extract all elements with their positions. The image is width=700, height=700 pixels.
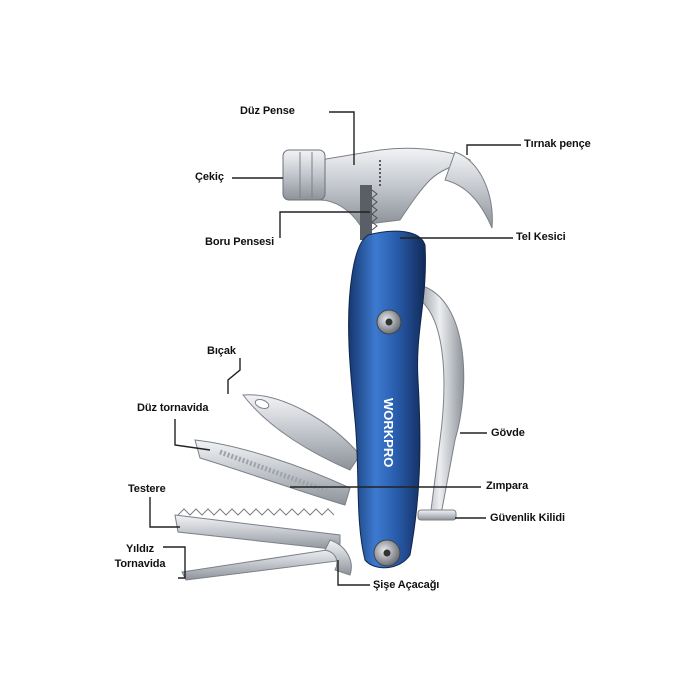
top-bolt-center <box>386 319 393 326</box>
label-yildiz-line2: Tornavida <box>108 558 172 570</box>
leader-bicak <box>228 358 240 394</box>
label-sise-acacagi: Şişe Açacağı <box>373 579 439 591</box>
brand-text: WORKPRO <box>381 398 396 467</box>
label-bicak: Bıçak <box>207 345 236 357</box>
leader-tirnak-pence <box>467 145 521 155</box>
saw-blade <box>175 515 340 550</box>
label-duz-tornavida: Düz tornavida <box>137 402 208 414</box>
govde-blade <box>420 285 464 520</box>
label-govde: Gövde <box>491 427 525 439</box>
leader-testere <box>150 497 180 527</box>
safety-lock <box>418 510 456 520</box>
saw-teeth <box>178 509 334 515</box>
claw <box>445 152 492 228</box>
label-cekic: Çekiç <box>195 171 224 183</box>
phillips-blade <box>182 548 345 580</box>
label-boru-pensesi: Boru Pensesi <box>205 236 274 248</box>
label-yildiz-line1: Yıldız <box>115 543 165 555</box>
label-testere: Testere <box>128 483 166 495</box>
hammer-face <box>283 150 325 200</box>
label-guvenlik-kilidi: Güvenlik Kilidi <box>490 512 565 524</box>
label-tirnak-pence: Tırnak pençe <box>524 138 591 150</box>
bottom-bolt-center <box>384 550 391 557</box>
hammer-head <box>320 148 470 225</box>
label-zimpara: Zımpara <box>486 480 528 492</box>
label-duz-pense: Düz Pense <box>240 105 295 117</box>
label-tel-kesici: Tel Kesici <box>516 231 566 243</box>
